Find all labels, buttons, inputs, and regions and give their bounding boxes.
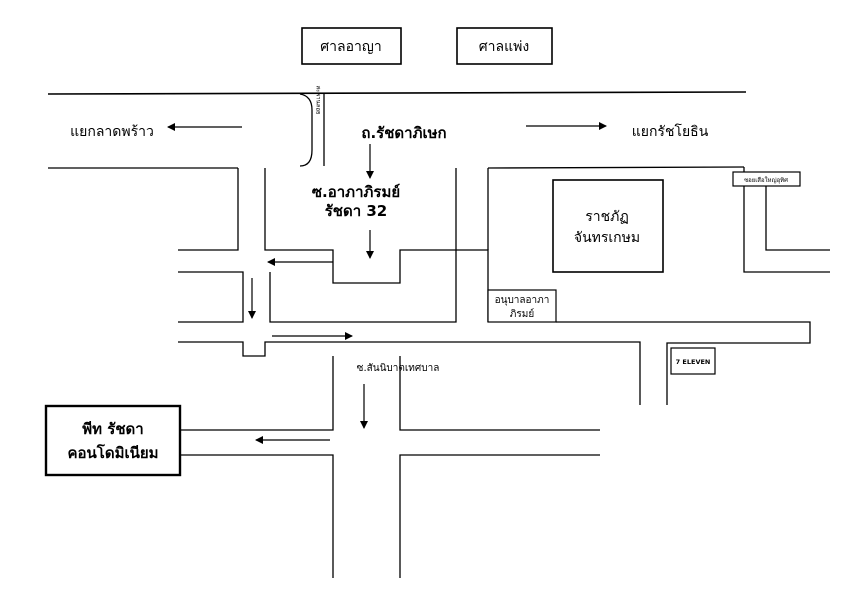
soi-sanphet-label: ซ.สันนิบาตเทศบาล bbox=[357, 363, 440, 374]
seven-eleven-label: 7 ELEVEN bbox=[676, 358, 711, 366]
soi-32-label-line2: รัชดา 32 bbox=[325, 202, 388, 220]
civil-court-box: ศาลแพ่ง bbox=[456, 27, 553, 65]
ratchayothin-direction-label: แยกรัชโยธิน bbox=[632, 123, 709, 140]
kindergarten-label-line1: อนุบาลอาภา bbox=[495, 295, 550, 306]
soi-top-right-label: ซอยเสือใหญ่อุทิศ bbox=[744, 176, 788, 184]
destination-box: พีท รัชดา คอนโดมิเนียม bbox=[44, 404, 182, 477]
left-road-network bbox=[178, 168, 641, 578]
lat-phrao-direction-label: แยกลาดพร้าว bbox=[70, 124, 154, 140]
ratchada-road bbox=[47, 91, 747, 169]
destination-label-line1: พีท รัชดา bbox=[82, 420, 143, 438]
soi-32-label-line1: ซ.อาภาภิรมย์ bbox=[312, 183, 400, 201]
seven-eleven-box: 7 ELEVEN bbox=[670, 347, 716, 375]
criminal-court-label: ศาลอาญา bbox=[320, 39, 381, 55]
pedestrian-bridge: สะพานลอย bbox=[299, 85, 325, 167]
ratchada-road-label: ถ.รัชดาภิเษก bbox=[361, 124, 446, 142]
university-label-line1: ราชภัฏ bbox=[585, 209, 629, 225]
criminal-court-box: ศาลอาญา bbox=[301, 27, 402, 65]
university-label-line2: จันทรเกษม bbox=[574, 230, 640, 246]
right-road-network bbox=[456, 167, 830, 405]
civil-court-label: ศาลแพ่ง bbox=[479, 39, 529, 55]
kindergarten-box: อนุบาลอาภา ภิรมย์ bbox=[487, 289, 557, 323]
bridge-label: สะพานลอย bbox=[315, 85, 322, 114]
university-box: ราชภัฏ จันทรเกษม bbox=[552, 179, 664, 273]
soi-top-right-box: ซอยเสือใหญ่อุทิศ bbox=[732, 171, 801, 187]
destination-label-line2: คอนโดมิเนียม bbox=[67, 443, 158, 462]
kindergarten-label-line2: ภิรมย์ bbox=[510, 308, 534, 320]
